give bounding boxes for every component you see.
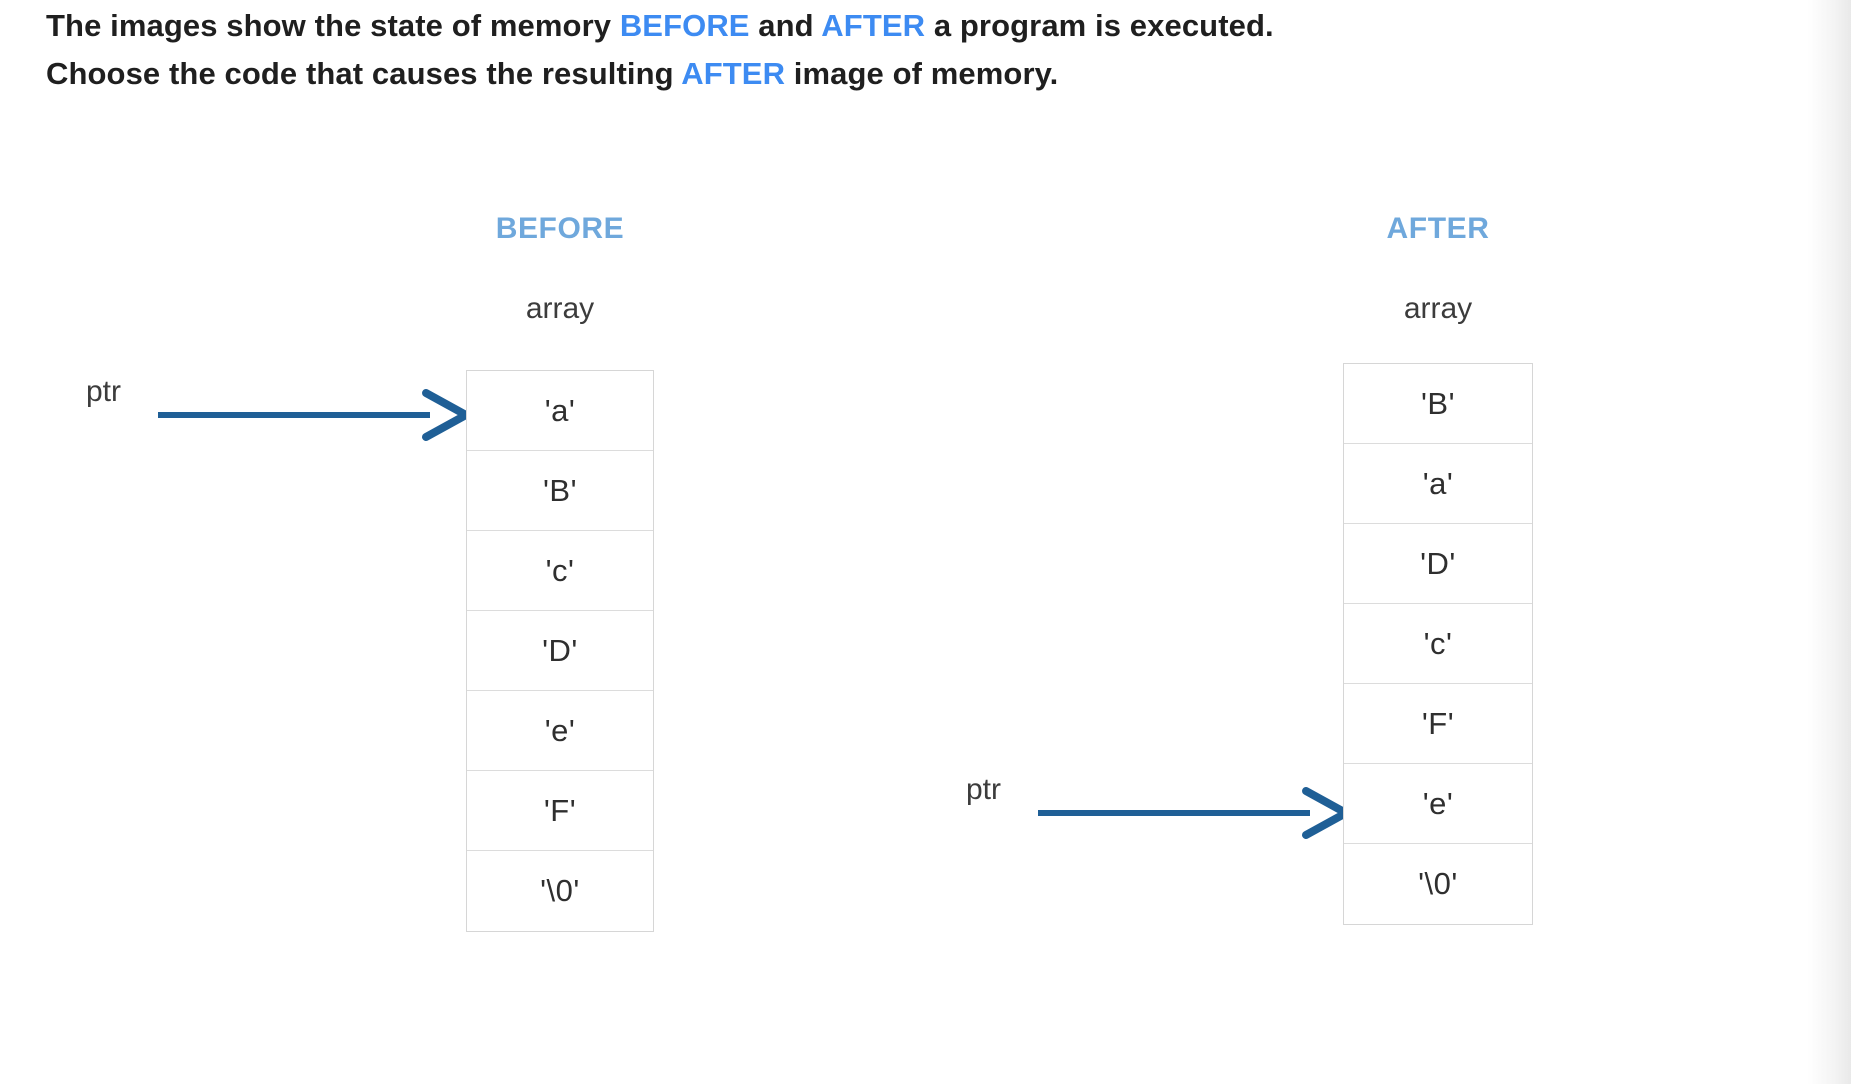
prompt-line-1: The images show the state of memory BEFO…	[46, 2, 1686, 50]
before-heading: BEFORE	[495, 212, 625, 245]
before-cell-1: 'B'	[467, 451, 653, 531]
after-array-box: 'B''a''D''c''F''e' '\0'	[1343, 363, 1533, 925]
after-cell-0: 'B'	[1344, 364, 1532, 444]
after-heading: AFTER	[1386, 212, 1490, 245]
prompt-line1-text-a: The images show the state of memory	[46, 8, 620, 43]
after-cell-3: 'c'	[1344, 604, 1532, 684]
prompt-line1-text-b: and	[749, 8, 822, 43]
prompt-line2-text-b: image of memory.	[785, 56, 1059, 91]
question-prompt: The images show the state of memory BEFO…	[46, 2, 1686, 98]
before-cell-4: 'e'	[467, 691, 653, 771]
before-cell-3: 'D'	[467, 611, 653, 691]
after-array-label: array	[1403, 292, 1473, 325]
before-cell-6: '\0'	[540, 873, 580, 908]
after-ptr-label: ptr	[966, 773, 1002, 806]
after-cell-4: 'F'	[1344, 684, 1532, 764]
after-cell-2: 'D'	[1344, 524, 1532, 604]
before-ptr-arrow-icon	[158, 389, 470, 441]
after-cell-1: 'a'	[1344, 444, 1532, 524]
before-cell-2: 'c'	[467, 531, 653, 611]
before-cell-5: 'F'	[467, 771, 653, 851]
prompt-line-2: Choose the code that causes the resultin…	[46, 50, 1686, 98]
before-cell-0: 'a'	[467, 371, 653, 451]
after-cell-6: '\0'	[1418, 866, 1458, 901]
prompt-line2-text-a: Choose the code that causes the resultin…	[46, 56, 682, 91]
before-ptr-label: ptr	[86, 375, 122, 408]
prompt-line1-text-c: a program is executed.	[925, 8, 1274, 43]
after-ptr-arrow-icon	[1038, 787, 1350, 839]
before-array-label: array	[525, 292, 595, 325]
after-cell-5: 'e'	[1344, 764, 1532, 844]
prompt-keyword-after-2: AFTER	[681, 56, 786, 91]
prompt-keyword-before: BEFORE	[619, 8, 750, 43]
prompt-keyword-after-1: AFTER	[821, 8, 926, 43]
before-array-box: 'a''B''c''D''e''F' '\0'	[466, 370, 654, 932]
